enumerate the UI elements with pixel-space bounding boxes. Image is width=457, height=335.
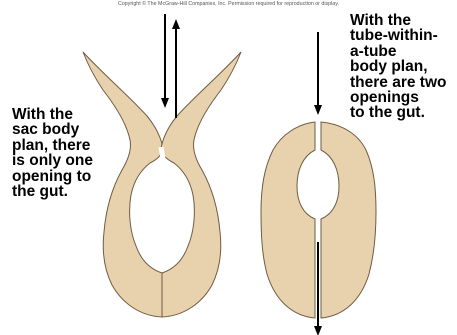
sac-body-right-half — [161, 52, 241, 317]
sac-opening-gap — [161, 147, 163, 158]
tube-body-plan-figure — [261, 32, 376, 331]
sac-body-plan-figure — [83, 14, 241, 317]
sac-body-left-half — [83, 52, 163, 317]
tube-body-left-half — [261, 122, 315, 318]
tube-body-right-half — [321, 122, 376, 318]
